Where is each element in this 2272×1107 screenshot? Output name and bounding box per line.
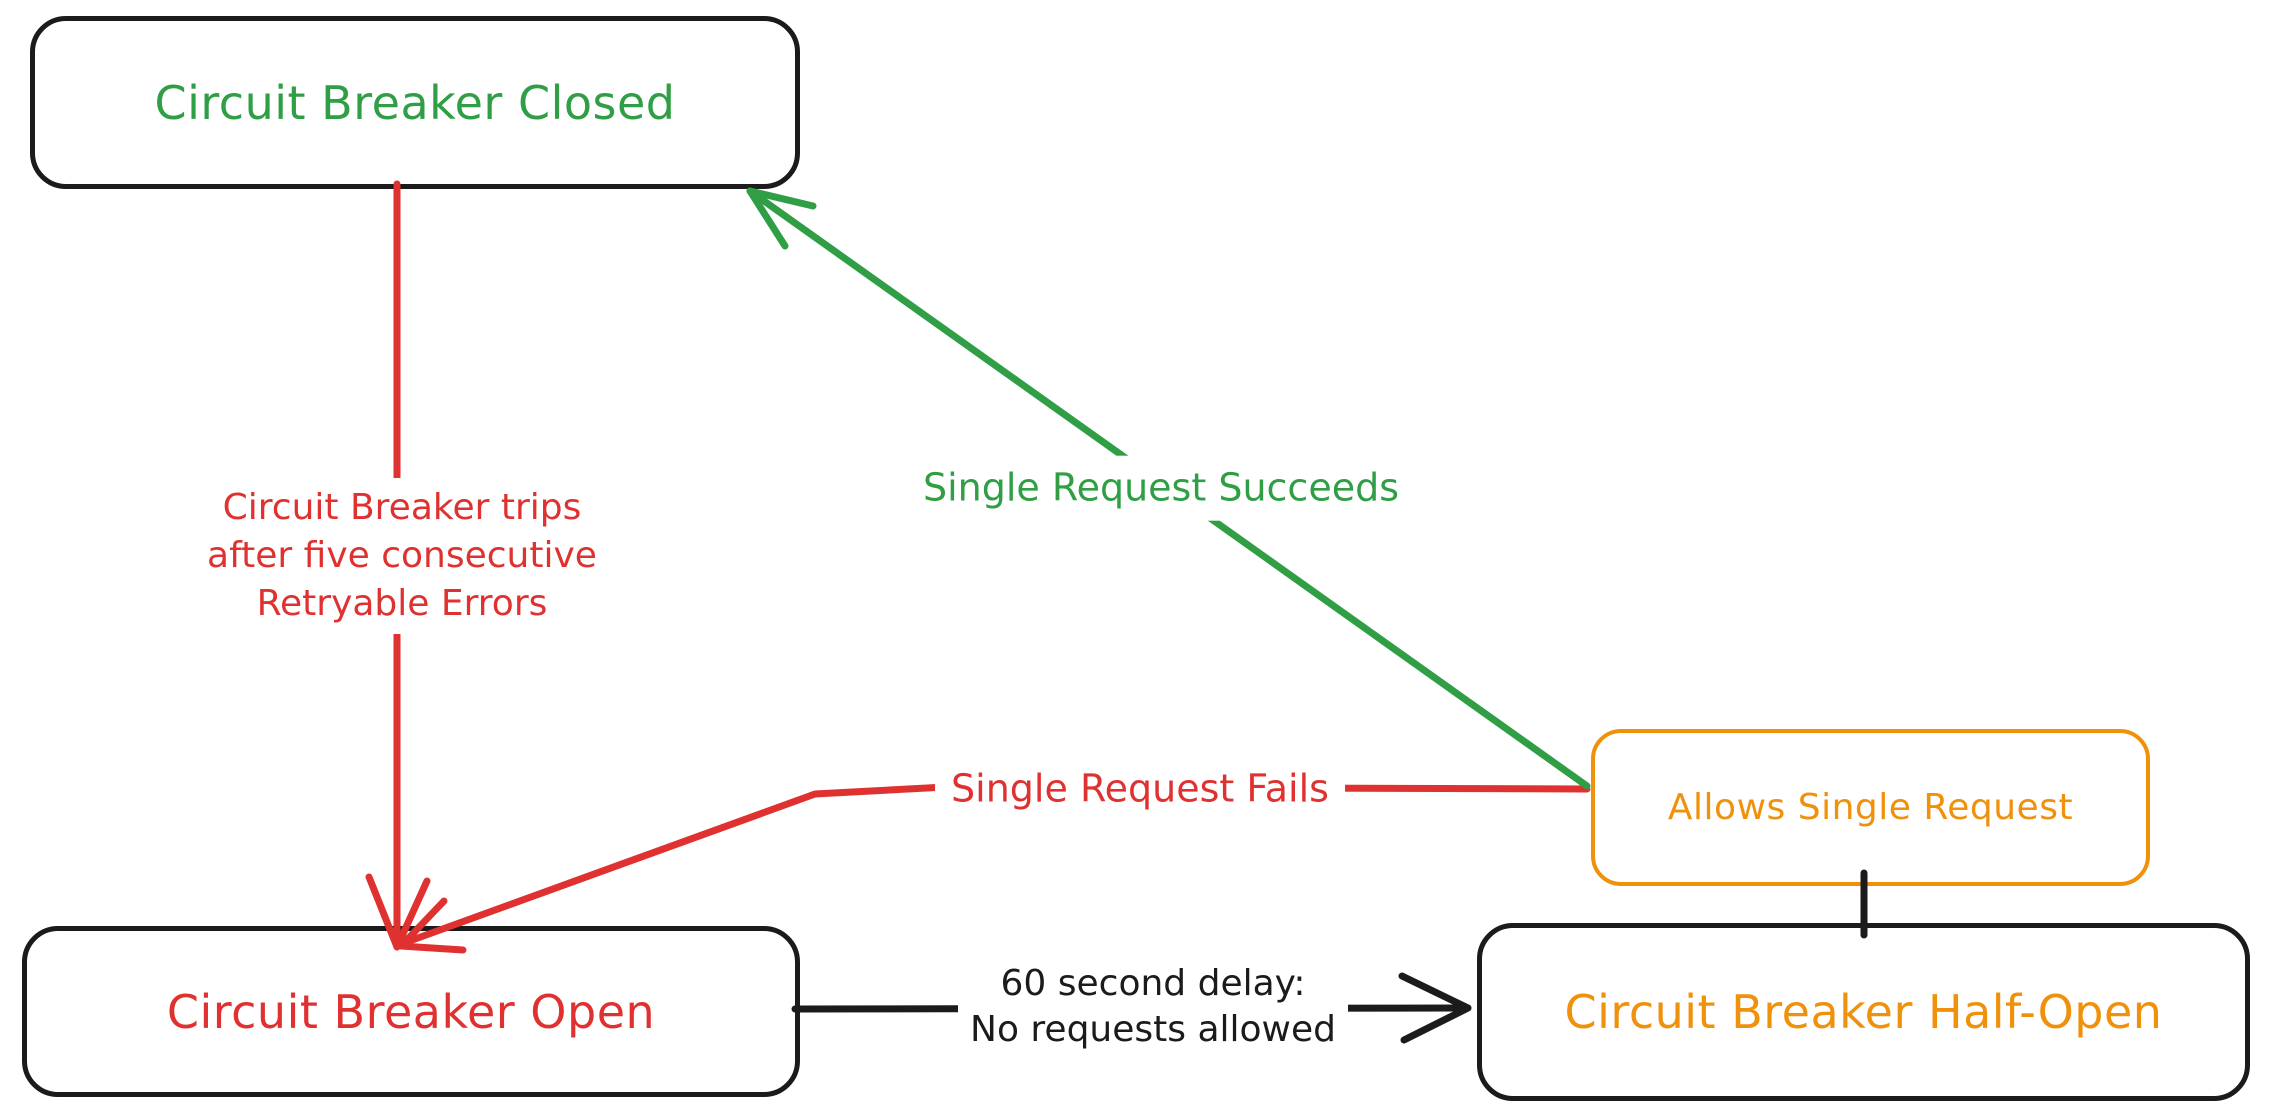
node-allows-single-request: Allows Single Request [1591, 729, 2150, 886]
node-circuit-breaker-open: Circuit Breaker Open [22, 926, 800, 1097]
node-circuit-breaker-half-open: Circuit Breaker Half-Open [1477, 923, 2250, 1101]
node-allows-single-request-label: Allows Single Request [1667, 787, 2074, 828]
node-circuit-breaker-closed: Circuit Breaker Closed [30, 16, 800, 189]
node-circuit-breaker-open-label: Circuit Breaker Open [166, 984, 656, 1039]
edge-succeeds-arrowhead-icon [746, 187, 817, 250]
edge-label-single-request-fails: Single Request Fails [935, 756, 1345, 822]
edge-label-trips: Circuit Breaker trips after five consecu… [195, 478, 609, 634]
edge-delay-arrowhead-icon [1398, 972, 1472, 1044]
node-circuit-breaker-closed-label: Circuit Breaker Closed [154, 75, 676, 130]
node-circuit-breaker-half-open-label: Circuit Breaker Half-Open [1564, 985, 2163, 1039]
edge-label-60-second-delay: 60 second delay: No requests allowed [958, 957, 1348, 1057]
edge-label-single-request-succeeds: Single Request Succeeds [906, 455, 1416, 521]
